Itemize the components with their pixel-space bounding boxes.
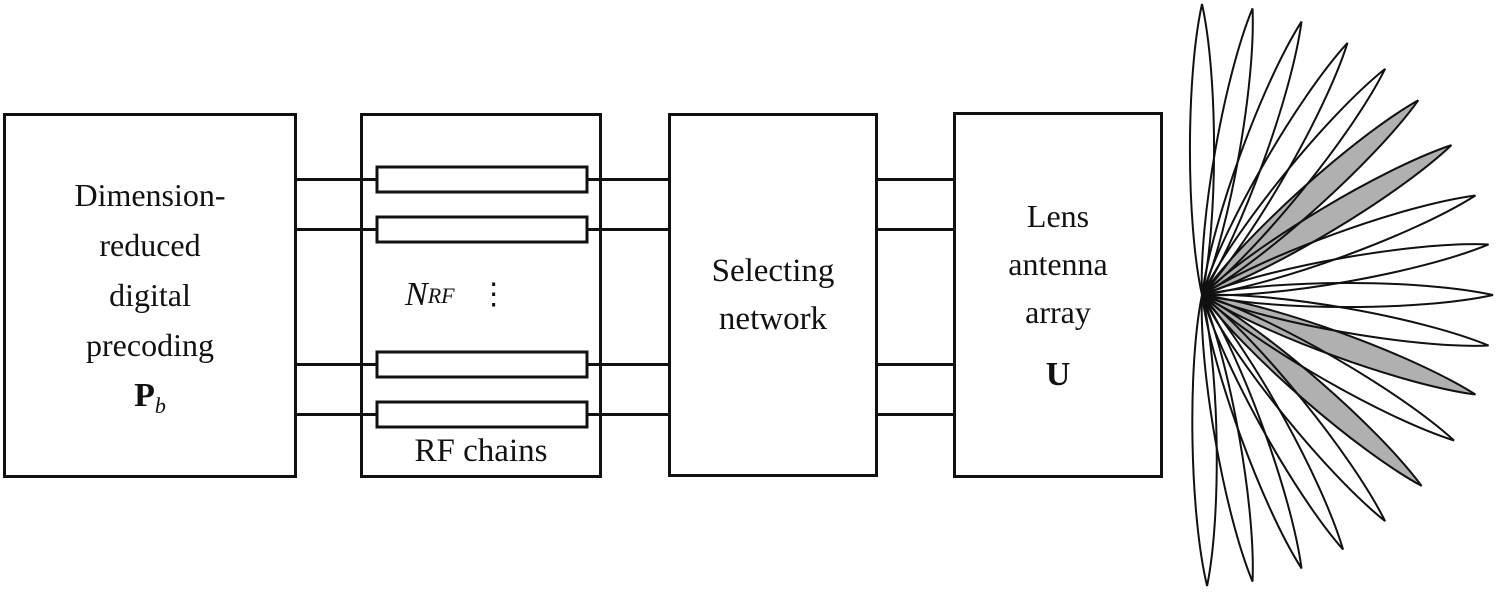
beam-lobe-selected xyxy=(1201,99,1420,296)
precoding-symbol-subscript: b xyxy=(154,393,166,419)
precoding-label-line: precoding xyxy=(86,327,214,363)
beam-lobe-selected-fill xyxy=(1202,295,1476,395)
precoding-label-line: reduced xyxy=(99,227,201,263)
lens-label-line: antenna xyxy=(1008,245,1108,282)
rf-chain-box xyxy=(375,400,589,429)
vertical-ellipsis: ⋮ xyxy=(478,278,509,311)
rf-chain-box xyxy=(375,215,589,244)
precoding-block: Dimension- reduced digital precoding Pb xyxy=(3,113,297,478)
rf-chain-box xyxy=(375,165,589,194)
beam-lobe xyxy=(1201,294,1303,569)
selecting-label-line: network xyxy=(718,301,828,337)
beam-lobe xyxy=(1201,294,1345,551)
beam-lobe-selected xyxy=(1201,144,1453,296)
beam-lobe-selected-fill xyxy=(1202,100,1419,295)
precoding-label-line: digital xyxy=(109,277,191,313)
beam-lobe xyxy=(1201,21,1303,296)
rf-chains-label: RF chains xyxy=(414,433,548,469)
lens-matrix-symbol: U xyxy=(1046,350,1071,399)
precoding-symbol-P: P xyxy=(134,377,155,414)
beam-lobe-selected xyxy=(1201,294,1476,396)
beam-lobe xyxy=(1201,68,1387,296)
beam-lobe xyxy=(1200,8,1254,296)
beam-lobe xyxy=(1188,3,1216,296)
selecting-label-line: Selecting xyxy=(711,253,835,289)
lens-label-line: array xyxy=(1025,293,1091,330)
lens-symbol-U: U xyxy=(1045,355,1071,393)
beam-lobe xyxy=(1201,294,1455,442)
beam-lobe xyxy=(1201,294,1387,522)
beam-lobe xyxy=(1200,294,1254,582)
beam-lobe-selected-fill xyxy=(1202,145,1452,295)
beam-lobe xyxy=(1191,294,1218,587)
beam-lobe-selected-fill xyxy=(1202,295,1422,486)
nrf-subscript: RF xyxy=(427,282,455,308)
nrf-symbol: N xyxy=(405,276,428,313)
selecting-network-block: Selecting network xyxy=(668,113,878,477)
beam-lobe xyxy=(1201,281,1494,309)
rf-chain-box xyxy=(375,350,589,379)
precoding-label-line: Dimension- xyxy=(74,177,226,213)
beam-lobe xyxy=(1201,42,1349,296)
beam-lobe-selected xyxy=(1201,294,1423,487)
precoding-matrix-symbol: Pb xyxy=(134,370,166,421)
lens-antenna-array-block: Lens antenna array U xyxy=(953,112,1163,478)
beam-lobe xyxy=(1201,194,1476,296)
beam-lobe xyxy=(1201,293,1489,347)
beam-lobe xyxy=(1201,243,1489,297)
lens-label-line: Lens xyxy=(1026,197,1090,234)
